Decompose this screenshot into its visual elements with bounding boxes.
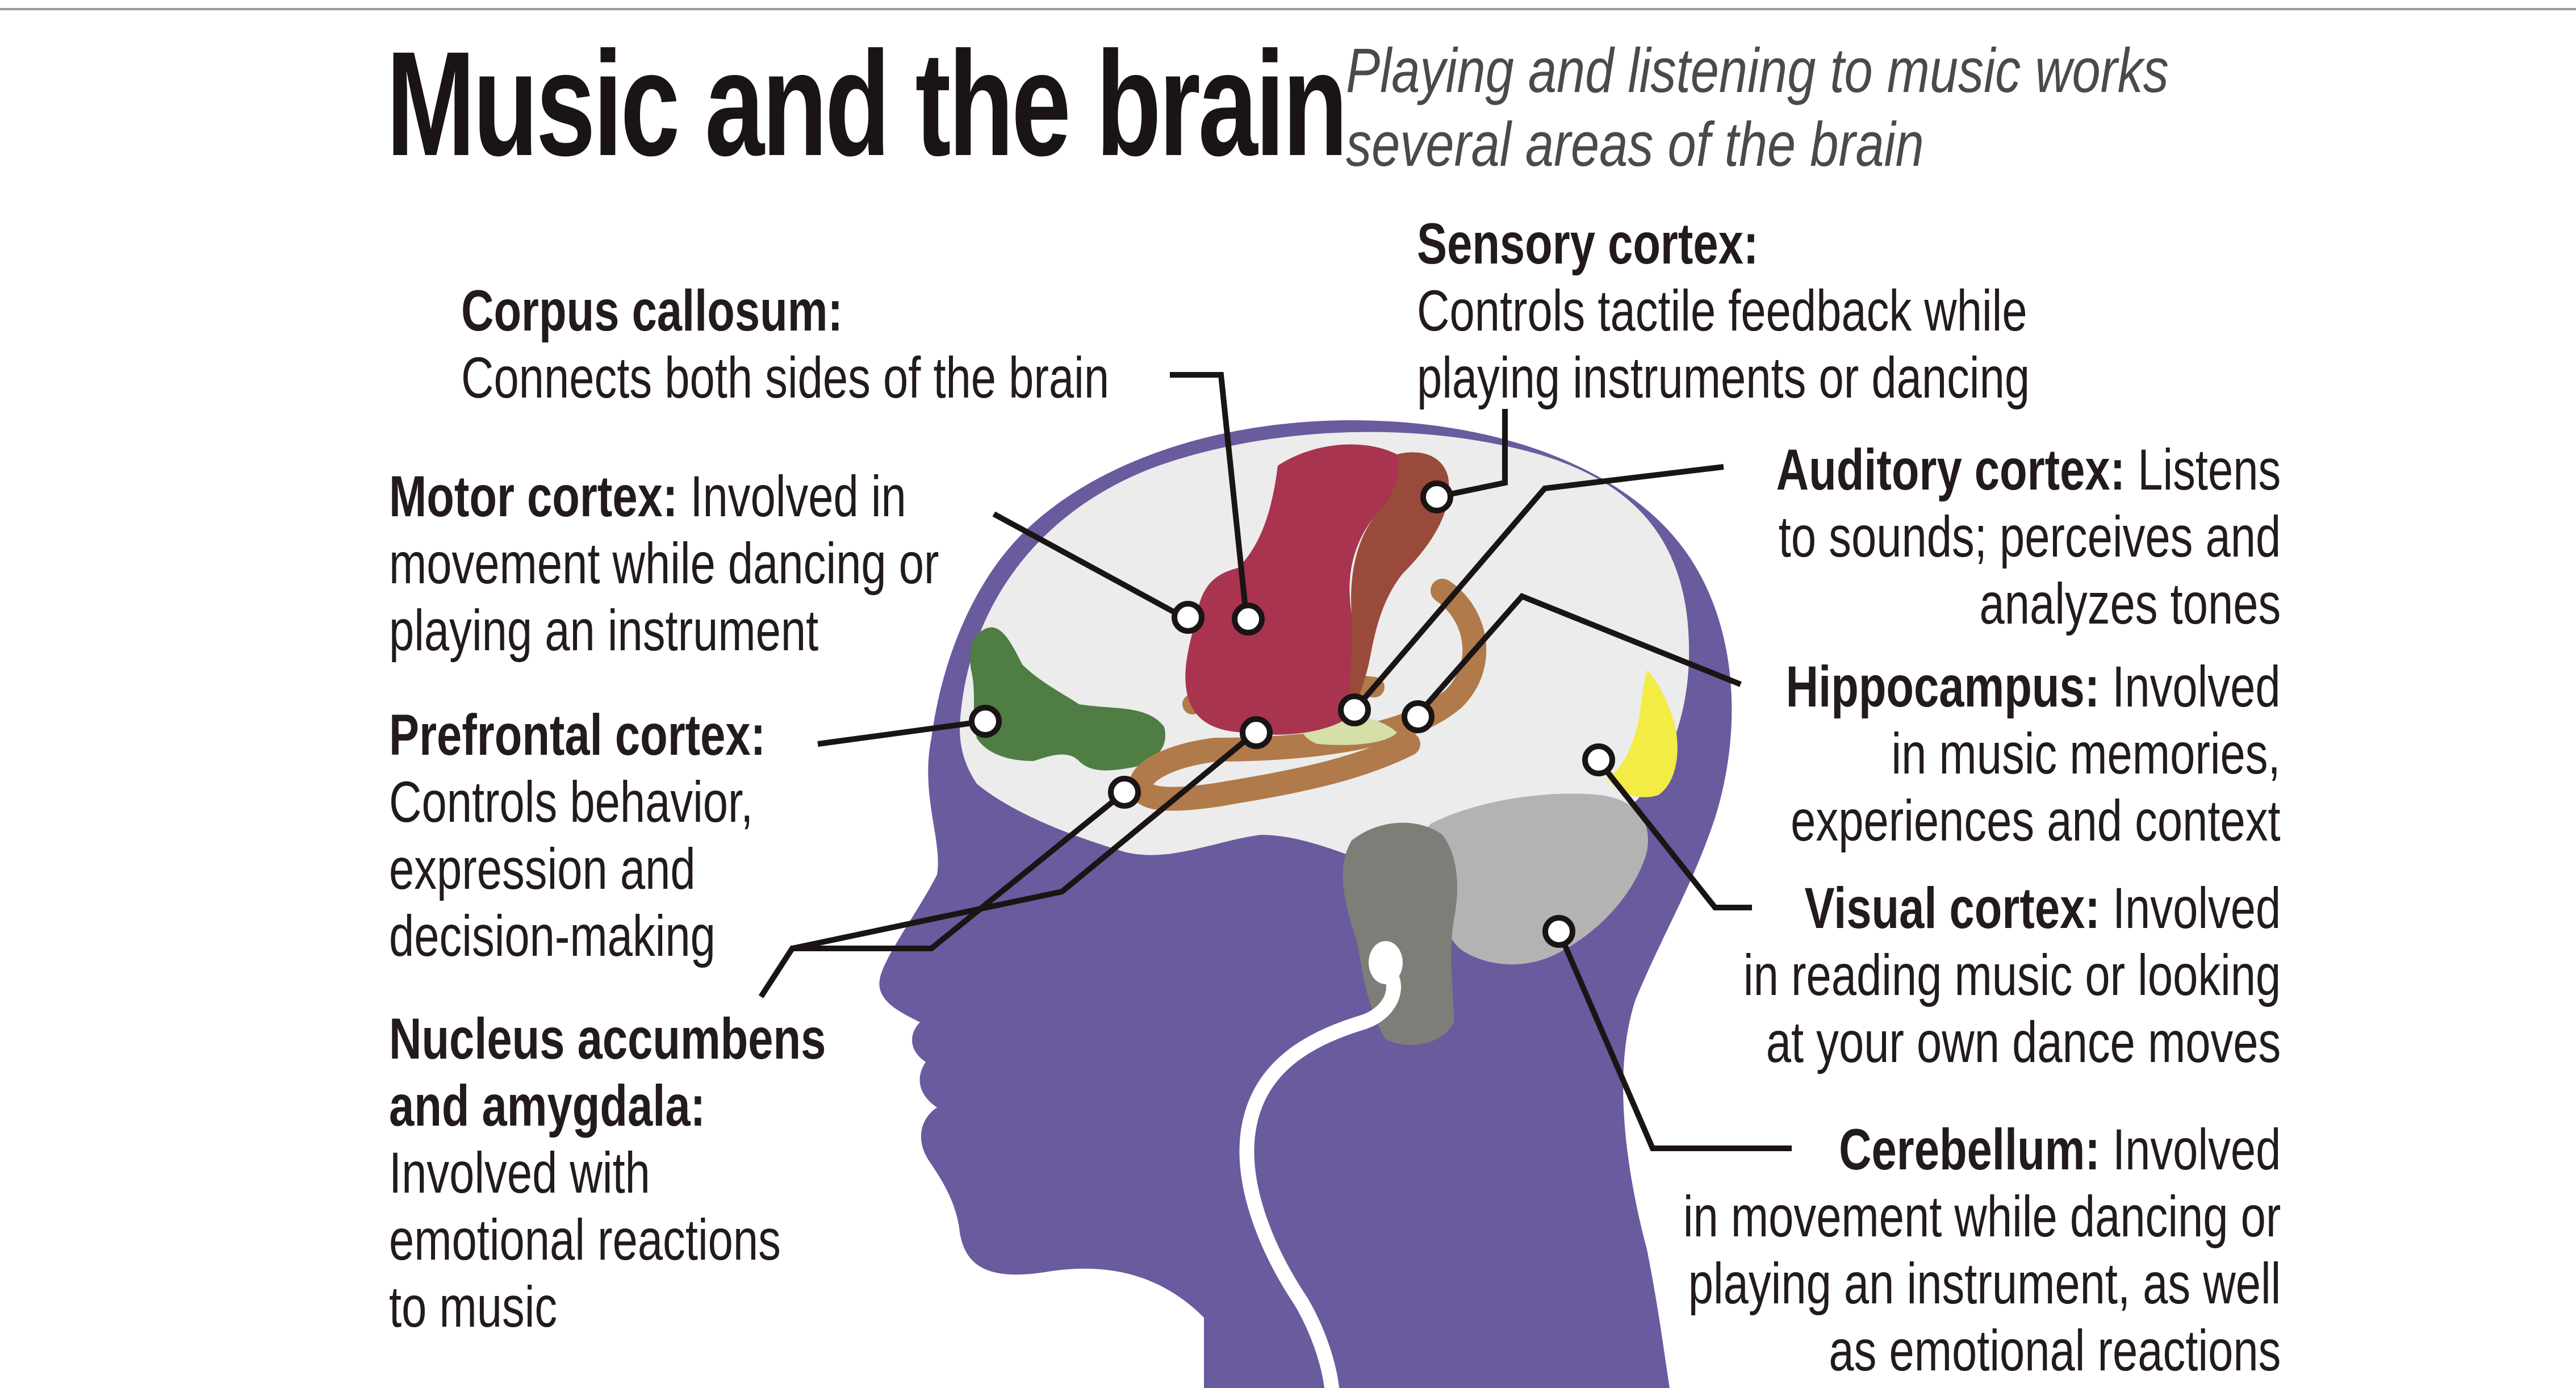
sensory-cortex-name: Sensory cortex: bbox=[1417, 211, 1759, 276]
hippocampus-desc-1: in music memories, bbox=[1891, 721, 2281, 786]
auditory-cortex-region bbox=[1129, 579, 1487, 811]
auditory-cortex-name: Auditory cortex: bbox=[1776, 437, 2125, 502]
corpus-callosum-name: Corpus callosum: bbox=[461, 278, 843, 343]
earbud bbox=[1369, 941, 1403, 984]
cerebellum-marker bbox=[1542, 915, 1575, 948]
nucleus-accumbens-marker bbox=[1108, 776, 1141, 809]
prefrontal-cortex-region bbox=[970, 627, 1165, 771]
auditory-cortex-desc-1: to sounds; perceives and bbox=[1778, 504, 2281, 569]
page-title: Music and the brain bbox=[386, 20, 1348, 187]
visual-cortex-leader bbox=[1596, 759, 1752, 910]
corpus-callosum-label: Corpus callosum: Connects both sides of … bbox=[461, 277, 1109, 411]
auditory-cortex-desc-first: Listens bbox=[2137, 437, 2281, 502]
visual-cortex-name: Visual cortex: bbox=[1804, 876, 2100, 940]
cerebellum-desc-2: playing an instrument, as well bbox=[1688, 1251, 2281, 1316]
motor-cortex-name: Motor cortex: bbox=[389, 464, 678, 529]
cerebellum-desc-first: Involved bbox=[2112, 1117, 2281, 1182]
cerebellum-name: Cerebellum: bbox=[1838, 1117, 2100, 1182]
hippocampus-marker bbox=[1402, 700, 1435, 733]
motor-cortex-leader bbox=[992, 511, 1189, 622]
amygdala-marker bbox=[1240, 716, 1273, 749]
cerebellum-desc-3: as emotional reactions bbox=[1828, 1318, 2281, 1383]
amygdala-leader bbox=[791, 730, 1257, 951]
cerebellum-desc-1: in movement while dancing or bbox=[1683, 1184, 2281, 1249]
prefrontal-cortex-desc-3: decision-making bbox=[389, 904, 716, 968]
sensory-cortex-desc-2: playing instruments or dancing bbox=[1417, 345, 2030, 410]
hippocampus-name: Hippocampus: bbox=[1786, 654, 2100, 719]
sensory-cortex-leader bbox=[1436, 409, 1508, 500]
cerebellum-label: Cerebellum: Involved in movement while d… bbox=[1683, 1116, 2281, 1384]
brainstem-region bbox=[1343, 822, 1457, 1045]
cerebellum-leader bbox=[1556, 930, 1792, 1151]
auditory-cortex-marker bbox=[1338, 693, 1371, 726]
corpus-callosum-marker bbox=[1232, 603, 1265, 636]
visual-cortex-desc-1: in reading music or looking bbox=[1743, 943, 2281, 1007]
motor-cortex-desc-2: playing an instrument bbox=[389, 598, 819, 663]
nucleus-accumbens-label: Nucleus accumbens and amygdala: Involved… bbox=[389, 1005, 826, 1340]
nucleus-accumbens-desc-1: Involved with bbox=[389, 1140, 650, 1205]
corpus-callosum-leader bbox=[1170, 372, 1249, 620]
visual-cortex-region bbox=[1607, 670, 1678, 797]
auditory-cortex-label: Auditory cortex: Listens to sounds; perc… bbox=[1776, 436, 2281, 637]
subtitle-line-2: several areas of the brain bbox=[1346, 110, 1924, 179]
nucleus-accumbens-leader bbox=[758, 790, 1127, 998]
subtitle: Playing and listening to music works sev… bbox=[1346, 34, 2169, 182]
prefrontal-cortex-marker bbox=[969, 705, 1002, 738]
auditory-cortex-desc-2: analyzes tones bbox=[1979, 571, 2281, 636]
motor-cortex-marker bbox=[1172, 601, 1205, 634]
visual-cortex-desc-2: at your own dance moves bbox=[1766, 1010, 2281, 1075]
nucleus-accumbens-name-2: and amygdala: bbox=[389, 1073, 706, 1138]
sensory-cortex-region bbox=[1346, 452, 1449, 716]
nucleus-accumbens-name-1: Nucleus accumbens bbox=[389, 1006, 826, 1071]
sensory-cortex-label: Sensory cortex: Controls tactile feedbac… bbox=[1417, 210, 2030, 411]
motor-cortex-region bbox=[1185, 444, 1406, 735]
prefrontal-cortex-desc-2: expression and bbox=[389, 837, 696, 901]
subtitle-line-1: Playing and listening to music works bbox=[1346, 36, 2169, 106]
sensory-cortex-desc-1: Controls tactile feedback while bbox=[1417, 278, 2027, 343]
hippocampus-desc-2: experiences and context bbox=[1791, 788, 2281, 853]
motor-cortex-desc-first: Involved in bbox=[690, 464, 906, 529]
top-rule bbox=[0, 8, 2576, 10]
cerebellum-region bbox=[1421, 793, 1648, 965]
prefrontal-cortex-name: Prefrontal cortex: bbox=[389, 703, 766, 767]
hippocampus-leader bbox=[1415, 593, 1742, 718]
motor-cortex-label: Motor cortex: Involved in movement while… bbox=[389, 463, 939, 664]
prefrontal-cortex-label: Prefrontal cortex: Controls behavior, ex… bbox=[389, 701, 766, 969]
auditory-cortex-leader bbox=[1352, 464, 1724, 712]
earbud-cord bbox=[1239, 958, 1401, 1388]
nucleus-accumbens-desc-2: emotional reactions bbox=[389, 1207, 781, 1272]
visual-cortex-desc-first: Involved bbox=[2112, 876, 2281, 940]
hippocampus-label: Hippocampus: Involved in music memories,… bbox=[1786, 653, 2281, 854]
nucleus-accumbens-desc-3: to music bbox=[389, 1274, 558, 1339]
visual-cortex-marker bbox=[1582, 743, 1615, 776]
motor-cortex-desc-1: movement while dancing or bbox=[389, 531, 939, 596]
visual-cortex-label: Visual cortex: Involved in reading music… bbox=[1743, 875, 2281, 1076]
hippocampus-desc-first: Involved bbox=[2112, 654, 2281, 719]
prefrontal-cortex-leader bbox=[817, 718, 986, 747]
sensory-cortex-marker bbox=[1420, 480, 1453, 513]
corpus-callosum-desc: Connects both sides of the brain bbox=[461, 345, 1110, 410]
prefrontal-cortex-desc-1: Controls behavior, bbox=[389, 770, 754, 834]
